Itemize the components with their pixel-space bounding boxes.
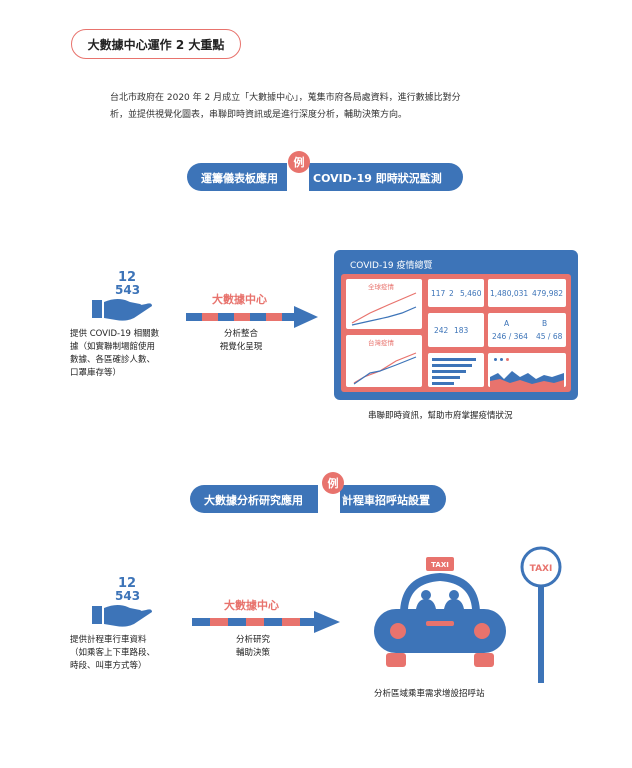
stat-value: 183 [454,326,469,335]
bar [432,364,472,367]
text-line: 視覺化呈現 [219,342,263,352]
example1-pill: 運籌儀表板應用 COVID-19 即時狀況監測 [187,163,463,191]
text-line: 提供計程車行車資料 [70,635,147,645]
stat-label: B [542,319,548,328]
stat-value: 45 / 68 [536,332,563,341]
taxi-stop-sign-icon: TAXI [520,546,562,683]
example1-arrow-text: 分析整合 視覺化呈現 [206,328,276,354]
example2-arrow-text: 分析研究 輔助決策 [218,634,288,660]
text-line: 口罩庫存等） [70,368,122,378]
bar [432,376,460,379]
dashed-arrow [186,306,318,328]
intro-paragraph: 台北市政府在 2020 年 2 月成立「大數據中心」，蒐集市府各局處資料，進行數… [110,90,530,124]
example2-caption: 分析區域乘車需求增設招呼站 [374,689,485,699]
text-line: 輔助決策 [235,648,270,658]
bar [432,370,466,373]
page-title: 大數據中心運作 2 大重點 [71,29,241,59]
example1-caption: 串聯即時資訊，幫助市府掌握疫情狀況 [368,411,513,421]
example2-input-text: 提供計程車行車資料 （如乘客上下車路段、 時段、叫車方式等） [70,634,155,673]
stat-value: 117 [431,289,446,298]
stat-value: 479,982 [532,289,564,298]
dot [506,358,509,361]
stat-value: 246 / 364 [492,332,528,341]
example1-badge: 例 [288,151,310,173]
taiwan-card-title: 台灣疫情 [368,339,394,347]
example2-badge: 例 [322,472,344,494]
bars-card [427,352,485,388]
text-line: 提供 COVID-19 相關數 [70,329,160,339]
area-card [487,352,567,388]
stat-card: 117 2 5,460 [427,278,485,308]
covid-dashboard: COVID-19 疫情總覽 全球疫情 台灣疫情 117 2 5,460 1,48… [334,250,578,400]
dot [494,358,497,361]
stat-label: A [504,319,510,328]
example2-arrow-title: 大數據中心 [224,599,279,612]
dashboard-title: COVID-19 疫情總覽 [350,261,433,271]
bar [432,382,454,385]
area-chart [490,371,564,387]
example2-pill-right: 計程車招呼站設置 [342,494,430,507]
hand-data-icon: 12 543 [92,270,152,321]
taxi-stop-sign-text: TAXI [530,564,553,574]
example1-input-text: 提供 COVID-19 相關數 據（如實聯制場館使用 數據、各區確診人數、 口罩… [70,328,159,380]
stat-card: 1,480,031 479,982 [487,278,567,308]
global-card-title: 全球疫情 [368,283,394,291]
stat-value: 5,460 [460,289,482,298]
hand-number-bottom: 543 [115,283,140,297]
global-card: 全球疫情 [345,278,423,330]
hand-number-top: 12 [118,270,136,285]
example2-pill: 大數據分析研究應用 計程車招呼站設置 [190,485,446,513]
stat-card: A B 246 / 364 45 / 68 [487,312,567,348]
taiwan-line-chart [353,352,417,385]
example1-pill-right: COVID-19 即時狀況監測 [313,172,442,185]
taxi-icon: TAXI [374,557,506,667]
dashboard-panel: 全球疫情 台灣疫情 117 2 5,460 1,480,031 479,982 [341,274,571,392]
stat-value: 2 [449,289,454,298]
stat-card: 242 183 [427,312,485,348]
hand-number-bottom: 543 [115,589,140,603]
text-line: 分析研究 [235,635,270,645]
hand-data-icon: 12 543 [92,576,152,627]
example1-arrow-title: 大數據中心 [212,293,267,306]
dot [500,358,503,361]
hand-number-top: 12 [118,576,136,591]
text-line: 據（如實聯制場館使用 [70,342,156,352]
global-line-chart [351,292,417,326]
intro-line: 台北市政府在 2020 年 2 月成立「大數據中心」，蒐集市府各局處資料，進行數… [110,93,461,103]
intro-line: 析，並提供視覺化圖表，串聯即時資訊或是進行深度分析，輔助決策方向。 [110,110,408,120]
taxi-roof-sign-text: TAXI [431,561,449,569]
example1-pill-left: 運籌儀表板應用 [201,172,278,185]
example2-pill-left: 大數據分析研究應用 [204,494,303,507]
bar [432,358,476,361]
stat-value: 1,480,031 [490,289,529,298]
text-line: 時段、叫車方式等） [70,661,147,671]
dashed-arrow [192,611,340,633]
text-line: （如乘客上下車路段、 [70,648,156,658]
text-line: 分析整合 [223,329,258,339]
taiwan-card: 台灣疫情 [345,334,423,388]
text-line: 數據、各區確診人數、 [70,355,156,365]
stat-value: 242 [434,326,449,335]
